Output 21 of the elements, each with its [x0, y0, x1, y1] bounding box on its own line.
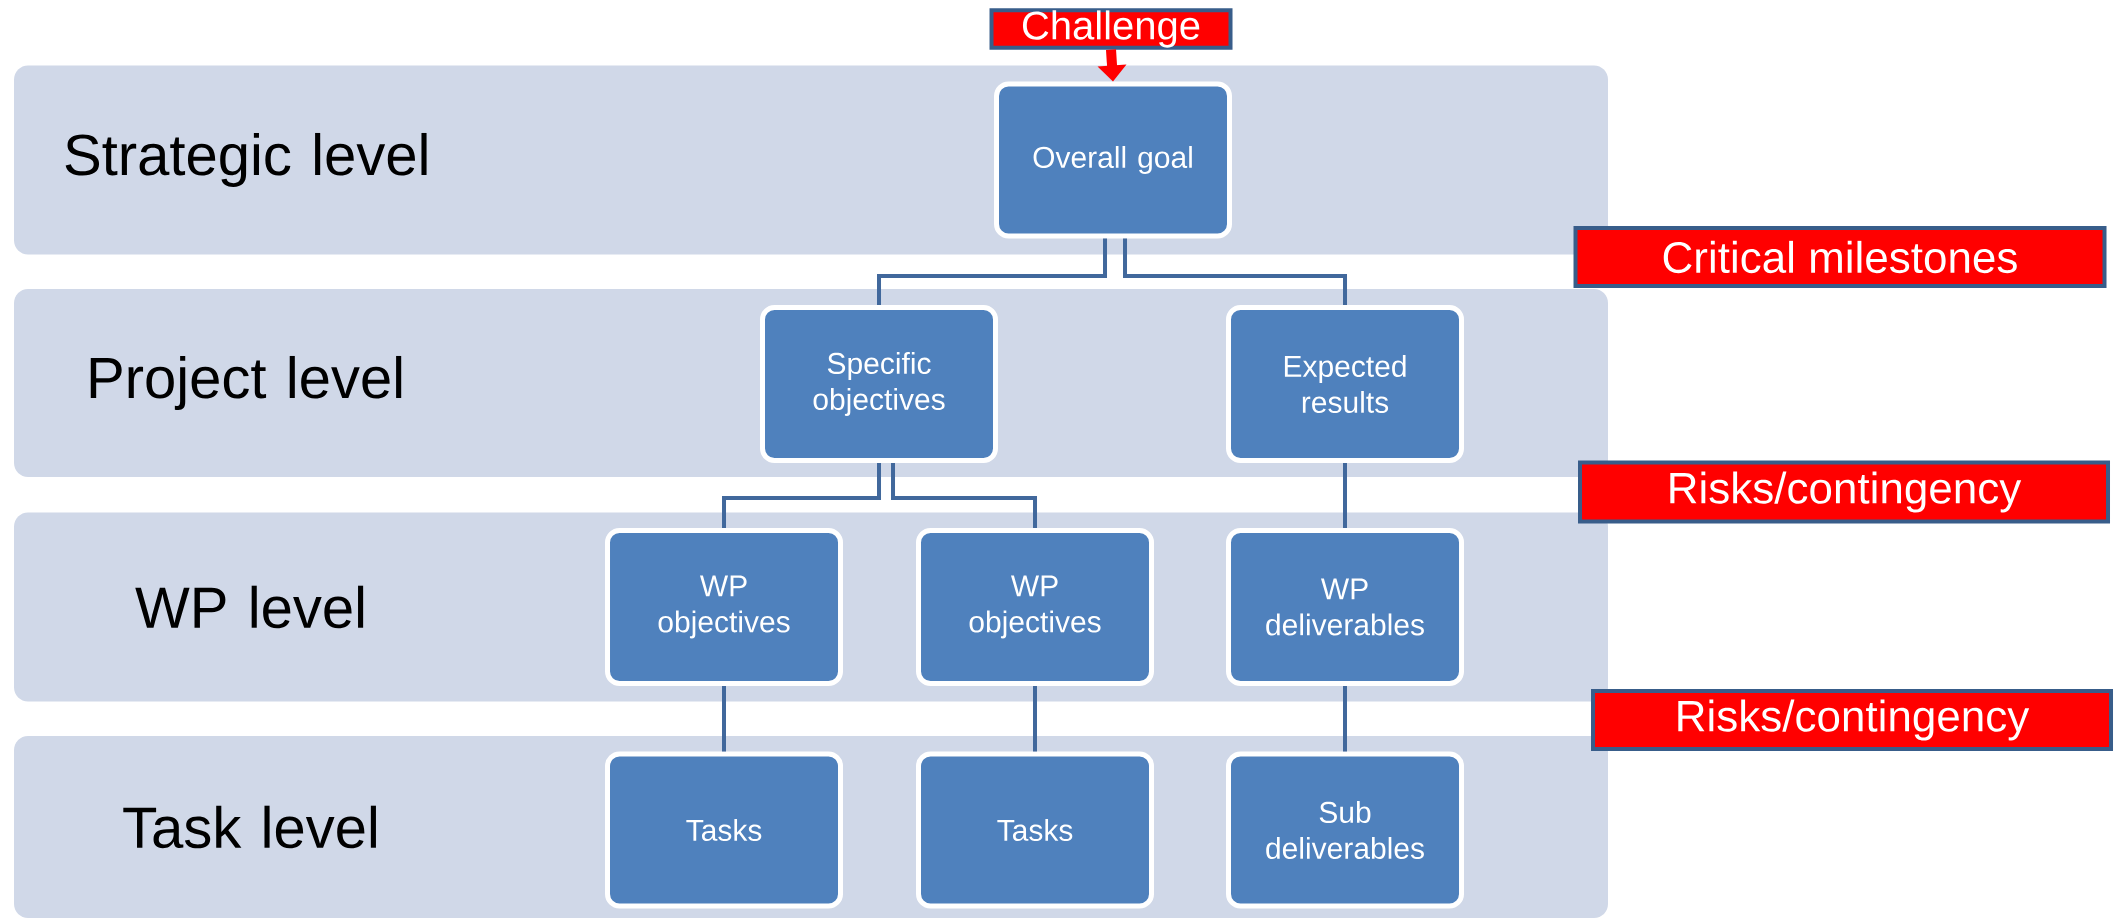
process-box: Tasks [605, 751, 843, 909]
callout-box: Risks/contingency [1578, 460, 2110, 524]
process-box: WP objectives [916, 528, 1154, 686]
process-box: WP objectives [605, 528, 843, 686]
process-box: Tasks [916, 751, 1154, 909]
process-box: Overall goal [994, 81, 1232, 239]
connector [1343, 686, 1347, 752]
process-box: Sub deliverables [1226, 751, 1464, 909]
connector [891, 463, 1037, 528]
callout-box: Risks/contingency [1591, 689, 2113, 751]
connector [877, 238, 1107, 305]
connector [1033, 686, 1037, 752]
connector [1123, 238, 1347, 305]
connector [722, 463, 881, 528]
callout-box: Critical milestones [1573, 226, 2107, 288]
process-box: WP deliverables [1226, 528, 1464, 686]
connector [722, 686, 726, 752]
callout-box: Challenge [989, 8, 1233, 50]
process-box: Expected results [1226, 305, 1464, 463]
process-box: Specific objectives [760, 305, 998, 463]
connector [1343, 463, 1347, 528]
